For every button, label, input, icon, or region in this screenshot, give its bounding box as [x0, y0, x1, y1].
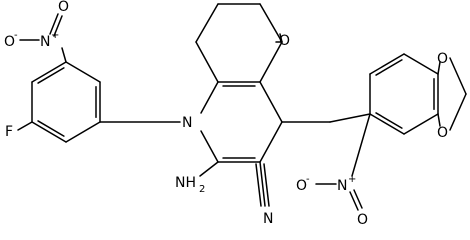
structure-canvas: O - N + O F N O O O NH 2 N O - N + O: [4, 0, 467, 227]
bond-c3-cn-b: [255, 163, 262, 207]
atom-fluorine: F: [5, 124, 13, 140]
atom-nh2-subscript: 2: [199, 184, 205, 195]
bond-c4-c4a: [259, 81, 283, 123]
bond-c4-aryl-b: [329, 113, 371, 123]
atom-o-dioxole-bottom: O: [437, 125, 448, 141]
bond-ringA-3: [65, 121, 101, 143]
bond-ringA-6: [31, 61, 67, 83]
atom-o-nitro2-minus: O: [296, 178, 307, 194]
bond-ringA-1: [65, 61, 101, 83]
molecule-diagram: O - N + O F N O O O NH 2 N O - N + O: [4, 0, 467, 227]
bond-cyc-5: [259, 41, 283, 83]
charge-minus-nitro1: -: [14, 30, 18, 41]
bond-n-c2: [200, 130, 219, 163]
bond-ringB-o2: [437, 113, 441, 127]
bond-ringB-5: [369, 113, 405, 135]
bond-n-o-nitro2-double-b: [353, 189, 363, 209]
bond-c-n-nitro1: [61, 47, 67, 63]
atom-o-nitro2-double: O: [357, 212, 368, 227]
bond-ketone-a: [279, 33, 283, 43]
bond-c2-nh2: [199, 161, 219, 177]
bond-c3-cn-c: [263, 163, 270, 207]
bond-cyc-4: [259, 3, 283, 43]
atom-n-nitro2: N: [337, 178, 347, 194]
bond-n-o-nitro1-double-b: [49, 13, 59, 35]
atom-n-nitro1: N: [40, 34, 50, 50]
bond-ringB-5-inner: [375, 112, 403, 129]
bond-cyc-2: [195, 3, 219, 43]
charge-plus-nitro2: +: [348, 174, 356, 185]
bond-ringA-6-inner: [37, 67, 65, 84]
bond-o2-ch2: [449, 93, 467, 131]
atom-o-nitro1-minus: O: [4, 34, 15, 50]
bond-ringB-o1: [437, 61, 441, 75]
bond-ringA-4: [31, 121, 67, 143]
atom-n-ring: N: [182, 115, 192, 131]
bond-c-f: [17, 121, 33, 131]
atom-labels: O - N + O F N O O O NH 2 N O - N + O: [4, 0, 448, 227]
bond-ringA-4-inner: [37, 120, 65, 137]
bond-cyc-1: [195, 41, 219, 83]
bond-n-o-nitro2-double-a: [349, 191, 359, 211]
bond-n-c8a: [200, 81, 219, 114]
bond-n-o-nitro1-double-a: [53, 15, 63, 37]
atom-o-dioxole-top: O: [437, 51, 448, 67]
bond-ringB-4: [403, 113, 439, 135]
atom-n-nitrile: N: [263, 211, 273, 227]
bond-ringB-1-inner: [375, 59, 403, 76]
bond-c3-c4: [259, 121, 283, 163]
atom-o-nitro1-double: O: [58, 0, 69, 15]
bond-ringB-2: [403, 53, 439, 75]
bond-ringB-1: [369, 53, 405, 75]
atom-nh2: NH: [175, 175, 196, 191]
bond-c3-cn-a: [259, 161, 266, 207]
atom-o-ketone: O: [279, 33, 290, 49]
bond-lines: [17, 3, 467, 211]
bond-c-n-nitro2: [351, 113, 371, 177]
bond-o1-ch2: [449, 57, 467, 95]
charge-plus-nitro1: +: [51, 30, 59, 41]
charge-minus-nitro2: -: [306, 174, 310, 185]
